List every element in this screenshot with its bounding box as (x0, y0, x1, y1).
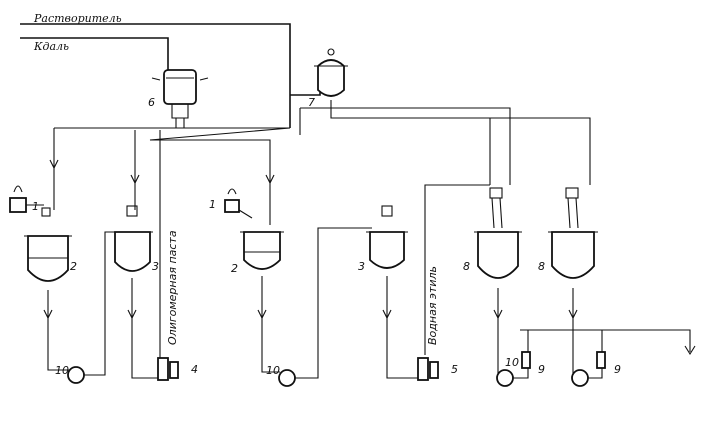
reactor-3a (114, 231, 151, 272)
acid-line (20, 37, 169, 70)
left-group (9, 185, 179, 384)
vessel-7 (299, 48, 591, 185)
outlet-3b (386, 276, 418, 379)
right-group (474, 187, 696, 387)
label-5: 5 (451, 363, 458, 376)
label-2a: 2 (70, 260, 77, 273)
vessel-6 (151, 69, 209, 128)
label-8a: 8 (463, 260, 470, 273)
label-4: 4 (191, 363, 198, 376)
middle-group (224, 184, 490, 387)
dispenser-1b (224, 199, 240, 213)
label-1a: 1 (32, 200, 39, 213)
pump-8b (571, 369, 589, 387)
outlet-3a (131, 278, 158, 379)
acid-label: Кдаль (33, 40, 69, 53)
reactor-3b (369, 231, 405, 269)
reactor-8a (477, 231, 519, 279)
outlet-2a (47, 290, 70, 371)
label-10a: 10 (55, 364, 69, 377)
solvent-line (20, 23, 291, 128)
outlet-2b (261, 276, 280, 373)
water-ethyl-label: Водная этиль (426, 266, 439, 345)
label-3a: 3 (152, 260, 159, 273)
solvent-to-7 (290, 78, 321, 96)
line-7-to-8a (331, 117, 491, 185)
flow-arrows (43, 159, 578, 320)
pump-10a (67, 366, 85, 384)
label-8b: 8 (538, 260, 545, 273)
label-9b: 9 (614, 363, 621, 376)
pump-10c (496, 369, 514, 387)
filter-9a (521, 351, 531, 369)
filter-9b (596, 351, 606, 369)
product-line (520, 329, 691, 352)
collector-4 (157, 357, 169, 381)
dispenser-1a (9, 197, 27, 213)
solvent-label: Растворитель (33, 12, 122, 25)
label-9a: 9 (538, 363, 545, 376)
label-2b: 2 (231, 262, 238, 275)
label-7: 7 (308, 96, 315, 109)
monomer-paste-label: Олигомерная паста (166, 230, 179, 345)
reactor-2b (243, 231, 281, 270)
label-6: 6 (148, 96, 155, 109)
collector-5 (417, 357, 429, 381)
label-10c: 10 (505, 356, 519, 369)
label-10b: 10 (266, 364, 280, 377)
label-1b: 1 (209, 198, 216, 211)
line-7-to-8b (330, 100, 591, 185)
pump-10b (278, 369, 296, 387)
label-3b: 3 (358, 260, 365, 273)
reactor-8b (551, 231, 595, 279)
drop-to-2b (149, 127, 291, 225)
